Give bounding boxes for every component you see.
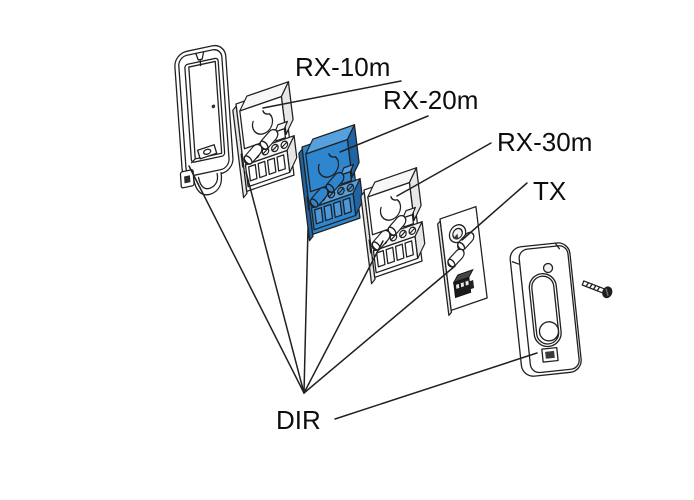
label-rx-10m: RX-10m	[295, 52, 390, 82]
receiver-module-rx-20m	[297, 124, 367, 242]
rear-housing	[174, 44, 234, 196]
cover-connector-window	[541, 346, 559, 363]
housing-hole	[211, 104, 216, 109]
leader-rx20	[339, 115, 429, 153]
leader-rx30	[396, 142, 492, 197]
tx-connector	[452, 268, 475, 299]
label-leader-lines	[262, 80, 538, 420]
front-cover	[509, 242, 582, 377]
dir-converging-lines	[188, 165, 456, 394]
label-dir: DIR	[276, 405, 321, 435]
leader-dir-cover	[334, 352, 538, 420]
receiver-module-rx-10m	[231, 81, 301, 199]
label-tx: TX	[533, 176, 566, 206]
fixing-screw	[581, 280, 613, 299]
cover-hole	[542, 262, 554, 274]
transmitter-board-tx	[437, 205, 488, 316]
housing-latch	[179, 169, 195, 189]
leader-rx10	[262, 80, 402, 109]
label-rx-30m: RX-30m	[497, 127, 592, 157]
leader-tx	[461, 182, 528, 241]
label-rx-20m: RX-20m	[383, 85, 478, 115]
lens	[538, 321, 560, 342]
